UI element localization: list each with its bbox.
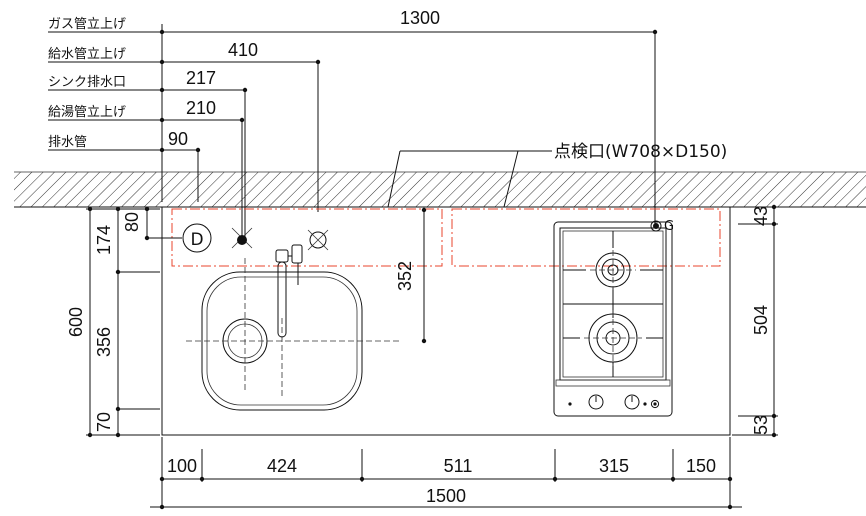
offset-sink-drain: 217 (186, 68, 216, 88)
dim-352-line (421, 207, 427, 344)
inspection-leader (387, 150, 552, 208)
right-dimension-lines (732, 204, 778, 438)
burner-front (584, 310, 642, 366)
dim-174: 174 (94, 225, 114, 255)
dim-504: 504 (751, 305, 771, 335)
dim-bottom-150: 150 (686, 456, 716, 476)
gas-cooktop (553, 221, 673, 417)
burner-rear (590, 250, 636, 290)
inspection-hatch-label: 点検口(W708×D150) (554, 142, 727, 162)
dim-356: 356 (94, 327, 114, 357)
left-dimension-lines (86, 206, 182, 438)
bottom-dimension-lines (150, 437, 742, 510)
offset-drain-pipe: 90 (168, 129, 188, 149)
dim-bottom-315: 315 (599, 456, 629, 476)
dim-bottom-100: 100 (167, 456, 197, 476)
offset-gas: 1300 (400, 8, 440, 28)
label-drain-pipe: 排水管 (48, 135, 87, 150)
hot-water-point (237, 235, 247, 245)
countertop (161, 206, 731, 436)
inspection-opening-left (171, 208, 443, 267)
offset-water-supply: 410 (228, 40, 258, 60)
gas-point (650, 220, 662, 232)
dim-80: 80 (122, 212, 142, 232)
label-water-supply-pipe: 給水管立上げ (48, 47, 126, 62)
drain-mark: D (190, 230, 203, 250)
cold-water-marker (307, 229, 329, 251)
dim-total-width: 1500 (426, 486, 466, 506)
gas-mark: G (664, 219, 674, 234)
dim-70: 70 (94, 412, 114, 432)
label-hot-water-pipe: 給湯管立上げ (48, 105, 126, 120)
wall-hatch (14, 172, 866, 207)
label-gas-pipe: ガス管立上げ (48, 17, 126, 32)
offset-hot-water: 210 (186, 98, 216, 118)
dim-bottom-511: 511 (444, 456, 473, 476)
drain-symbol (182, 223, 212, 253)
inspection-opening-right (451, 208, 721, 267)
dim-53: 53 (751, 415, 771, 435)
label-sink-drain: シンク排水口 (48, 75, 126, 90)
faucet (275, 244, 303, 338)
dim-43: 43 (751, 206, 771, 226)
dim-600: 600 (66, 307, 86, 337)
dim-bottom-424: 424 (267, 456, 297, 476)
pipe-leaders (48, 24, 658, 240)
dim-352: 352 (395, 261, 415, 291)
cooktop-controls (568, 394, 660, 410)
